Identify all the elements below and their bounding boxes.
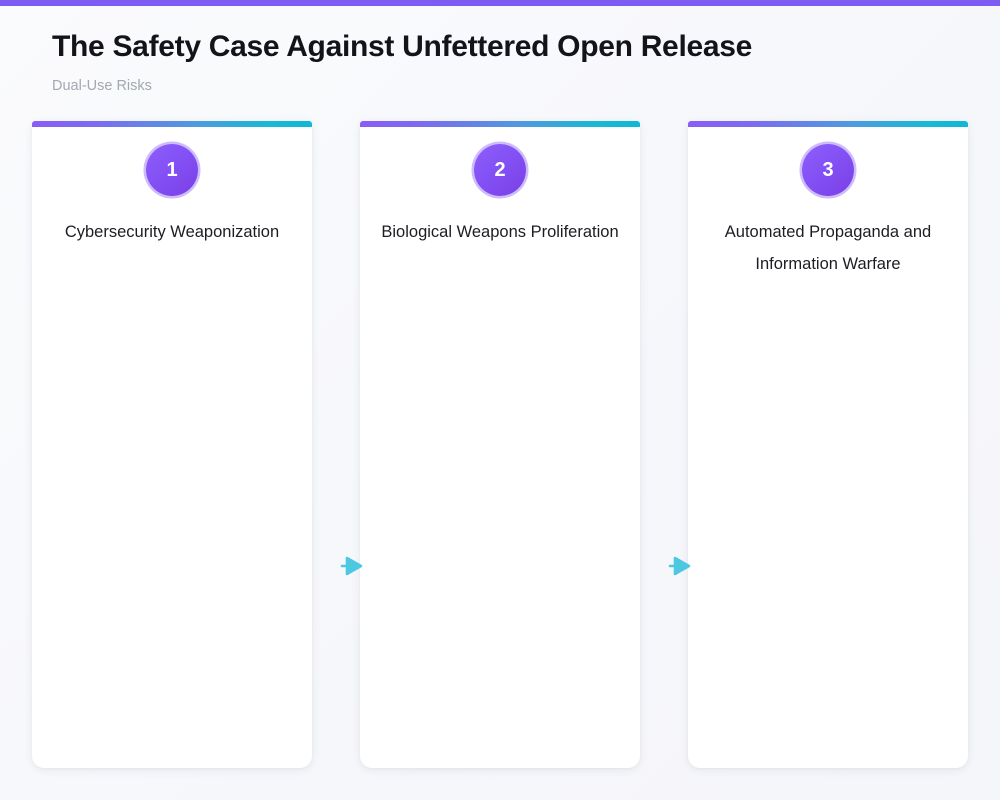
card-inner: 1 Cybersecurity Weaponization [32,127,312,628]
card-biological-weapons-proliferation[interactable]: 2 Biological Weapons Proliferation [360,121,640,768]
card-gradient-topbar [32,121,312,127]
cards-row: 1 Cybersecurity Weaponization 2 Biologic… [32,121,968,768]
page-title: The Safety Case Against Unfettered Open … [52,30,753,63]
card-cybersecurity-weaponization[interactable]: 1 Cybersecurity Weaponization [32,121,312,768]
card-title: Biological Weapons Proliferation [381,223,619,241]
card-body [360,248,640,628]
step-badge-number: 1 [166,159,178,181]
card-automated-propaganda-and-information-warfare[interactable]: 3 Automated Propaganda and Information W… [688,121,968,768]
card-body [688,280,968,660]
step-badge: 2 [474,144,526,196]
step-badge-number: 2 [494,159,506,181]
top-accent-bar [0,0,1000,6]
arrow-right-icon [665,551,697,581]
page-subtitle: Dual-Use Risks [52,78,152,94]
card-inner: 2 Biological Weapons Proliferation [360,127,640,628]
step-badge-number: 3 [822,159,834,181]
card-body [32,248,312,628]
arrow-right-icon [337,551,369,581]
card-gradient-topbar [688,121,968,127]
page-header: The Safety Case Against Unfettered Open … [52,28,952,95]
card-title: Cybersecurity Weaponization [64,223,280,241]
card-inner: 3 Automated Propaganda and Information W… [688,127,968,660]
card-gradient-topbar [360,121,640,127]
step-badge: 1 [146,144,198,196]
card-title: Automated Propaganda and Information War… [724,223,932,273]
step-badge: 3 [802,144,854,196]
